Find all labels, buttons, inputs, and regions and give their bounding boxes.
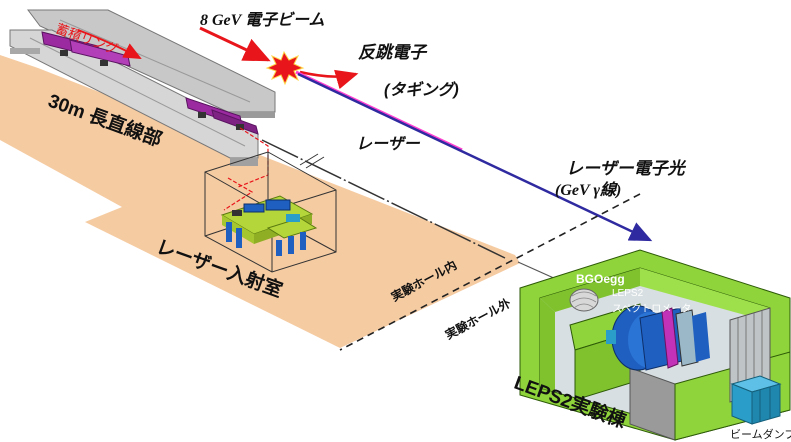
collision-point: [265, 50, 305, 86]
electron-beam-arrow: [199, 26, 271, 62]
ring-arrow: [77, 29, 142, 59]
recoil-electron-arrow: [299, 69, 359, 90]
laser-guide-lines: [223, 127, 269, 211]
electron-beam-label: 8 GeV 電子ビーム: [200, 12, 325, 29]
bgoegg-detector: [569, 288, 599, 312]
beam-dump-label: ビームダンプ: [730, 429, 791, 441]
photon-beam-arrow: [297, 72, 653, 242]
tagging-label: (タギング): [384, 82, 459, 99]
leps2-spectrometer: [606, 305, 710, 371]
photon-beam-sublabel: (GeV γ線): [555, 182, 622, 199]
bgoegg-label: BGOegg: [576, 272, 625, 286]
hall-floor: [0, 55, 520, 348]
photon-beam-label: レーザー電子光: [566, 159, 685, 178]
hall-boundary: [339, 193, 641, 351]
ring-magnets: [41, 31, 259, 135]
laser-label: レーザー: [356, 136, 420, 153]
spectrometer-label-line1: LEPS2: [612, 288, 644, 299]
beamline: [261, 139, 506, 259]
spectrometer-label-line2: スペクトロメータ: [612, 304, 692, 315]
laser-optics: [220, 195, 318, 256]
beam-dump: [730, 375, 782, 425]
recoil-electron-label: 反跳電子: [358, 43, 426, 62]
